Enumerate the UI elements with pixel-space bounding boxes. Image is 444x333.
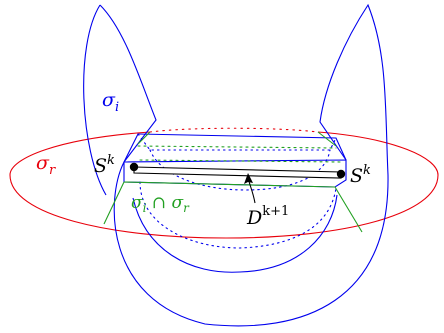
intersection-upper-right [317, 131, 337, 147]
intersection-label: σi ∩ σr [131, 193, 190, 215]
sphere-left-label-base: S [94, 155, 107, 177]
sigma-r-label-base: σ [36, 152, 50, 174]
sigma-i-box-front [123, 133, 347, 188]
intersection-front-line [103, 181, 363, 233]
sigma-i-left-horn [83, 4, 107, 196]
sigma-i-label-base: σ [102, 89, 116, 111]
disk-label: Dk+1 [246, 204, 289, 229]
sigma-i-box-top [137, 133, 347, 161]
sigma-i-surface [83, 3, 389, 327]
disk-label-base: D [246, 207, 262, 229]
disk-pointer-arrowhead [244, 173, 253, 184]
sigma-r-hidden-arc [149, 127, 319, 133]
sigma-i-label-sub: i [115, 100, 119, 115]
disk-label-sup: k+1 [262, 204, 289, 219]
sigma-r-label-sub: r [49, 163, 56, 178]
intersection-label-base1: σ [131, 193, 143, 213]
sphere-left-label: Sk [94, 153, 115, 177]
sigma-i-inner-saddle [132, 194, 338, 273]
sigma-r-front-arc [9, 131, 439, 239]
intersection-label-base2: σ [172, 193, 184, 213]
intersection-label-op: ∩ [146, 193, 171, 213]
right-sphere-point [336, 169, 346, 179]
sphere-right-label: Sk [350, 163, 371, 187]
intersection-label-sub1: i [143, 201, 147, 215]
left-sphere-point [129, 162, 139, 172]
intersection-hidden-loop [137, 145, 341, 163]
sigma-i-label: σi [102, 89, 119, 115]
intersection-upper-left [137, 131, 151, 145]
intersection-label-sub2: r [183, 201, 190, 215]
sigma-i-hidden-box-edge [137, 133, 337, 151]
disk-group [129, 162, 346, 204]
sigma-r-plane [9, 127, 439, 239]
sphere-right-label-sup: k [363, 163, 371, 178]
sphere-left-label-sup: k [107, 153, 115, 168]
sphere-right-label-base: S [350, 165, 363, 187]
intersection-curve [103, 131, 363, 233]
disk-bar [133, 166, 342, 179]
sigma-r-label: σr [36, 152, 56, 178]
sigma-i-hidden-arc-outer [139, 181, 337, 249]
sigma-i-outer-contour [99, 3, 389, 327]
